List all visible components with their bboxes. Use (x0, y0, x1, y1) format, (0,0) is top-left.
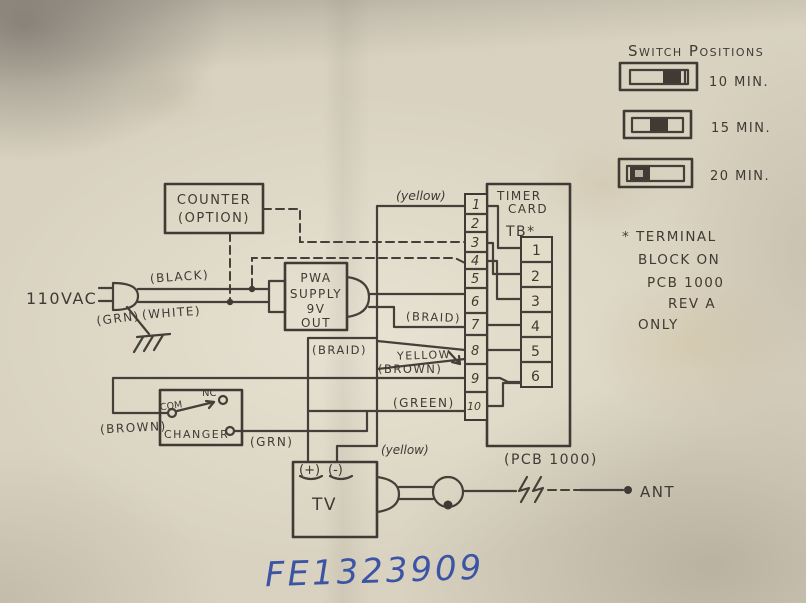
timer-card-title1: TIMER (496, 189, 542, 203)
wire-label-grn-plug: (GRN) (96, 309, 141, 328)
psu-line2: SUPPLY (290, 287, 342, 301)
changer-nc-label: NC (202, 388, 216, 399)
power-supply-box: PWA SUPPLY 9V OUT (267, 261, 371, 332)
wire-label-braid-left: (BRAID) (312, 343, 367, 357)
tb-cell-6: 6 (531, 369, 540, 385)
timer-card-title2: CARD (508, 202, 548, 216)
note-line-5: ONLY (638, 317, 679, 333)
break-symbol-1 (517, 475, 531, 504)
tb-cell-2: 2 (531, 269, 540, 285)
edge-pin-6: 6 (471, 295, 479, 310)
switch-positions-legend: Switch Positions 10 MIN. 15 MIN. 20 MIN. (617, 42, 771, 189)
tb-cell-5: 5 (531, 344, 540, 360)
terminal-block: 1 2 3 4 5 6 (519, 236, 554, 388)
tb-cell-4: 4 (531, 319, 540, 335)
switch-10min-icon (618, 61, 699, 92)
twin-lead-wires (397, 485, 435, 501)
wire-label-brown-left: (BROWN) (100, 419, 167, 436)
handwritten-id: FE1323909 (264, 548, 485, 596)
wire-label-yellow-top: (yellow) (396, 188, 446, 203)
source-label: 110VAC (26, 289, 97, 308)
edge-pin-8: 8 (471, 344, 479, 359)
plug-icon (97, 281, 140, 312)
legend-label-15min: 15 MIN. (711, 121, 771, 136)
wire-yellow-tap-bottom (375, 357, 467, 371)
dashed-counter-to-pin3 (262, 208, 466, 243)
tv-plus-label: (+) (299, 463, 320, 478)
wire-label-grn-changer: (GRN) (250, 435, 293, 449)
tb-cell-3: 3 (531, 294, 540, 310)
changer-box: COM NC CHANGER (158, 388, 244, 447)
edge-pin-7: 7 (471, 318, 480, 333)
counter-line2: (OPTION) (178, 211, 250, 226)
wire-label-black: (BLACK) (150, 268, 210, 286)
wire-brown (111, 376, 467, 415)
antenna-lead: ANT (397, 475, 675, 510)
yellow-arrow-icon (447, 350, 462, 366)
wire-braid-to-pin7 (367, 305, 467, 329)
edge-pin-1: 1 (472, 198, 480, 213)
wire-label-yellow-tv: (yellow) (381, 443, 429, 457)
wire-label-yellow-mid: YELLOW (396, 348, 451, 363)
pin-to-tb-links (485, 204, 523, 408)
junction-dot-white (226, 298, 234, 306)
switch-15min-icon (622, 109, 693, 140)
edge-pin-5: 5 (471, 272, 479, 287)
wire-label-white: (WHITE) (142, 304, 202, 322)
edge-pin-9: 9 (471, 372, 479, 387)
edge-pin-2: 2 (471, 217, 479, 232)
tv-minus-label: (-) (328, 463, 343, 478)
antenna-label: ANT (640, 483, 675, 501)
wire-yellow-tap-top (375, 339, 467, 352)
psu-line3: 9V (307, 302, 326, 316)
changer-com-label: COM (159, 399, 183, 413)
edge-pin-4: 4 (471, 254, 479, 269)
legend-label-10min: 10 MIN. (709, 75, 769, 90)
wire-label-brown-right: (BROWN) (378, 362, 442, 376)
legend-title: Switch Positions (628, 42, 764, 60)
note-line-4: REV A (668, 296, 716, 312)
wire-yellow-main (335, 204, 467, 463)
dashed-black-to-pin4 (251, 257, 466, 288)
note-line-3: PCB 1000 (647, 275, 724, 291)
break-symbol-2 (531, 475, 545, 504)
switch-20min-icon (617, 157, 694, 189)
wire-changer-grn (232, 409, 369, 433)
counter-box: COUNTER (OPTION) (163, 182, 265, 235)
terminal-block-note: * TERMINAL BLOCK ON PCB 1000 REV A ONLY (622, 229, 724, 333)
legend-label-20min: 20 MIN. (710, 169, 770, 184)
wire-label-green: (GREEN) (393, 396, 455, 410)
psu-line1: PWA (300, 271, 331, 285)
tv-box: (+) (-) TV (291, 460, 401, 539)
junction-dot-black (248, 285, 256, 293)
edge-connector: 1 2 3 4 5 6 7 8 9 10 (463, 193, 489, 421)
changer-label: CHANGER (164, 428, 229, 441)
antenna-dot (624, 486, 632, 494)
tb-cell-1: 1 (532, 243, 541, 259)
wire-label-braid-right: (BRAID) (406, 309, 461, 325)
note-line-1: * TERMINAL (622, 229, 717, 245)
psu-line4: OUT (301, 316, 331, 330)
edge-pin-10: 10 (467, 400, 481, 413)
ground-icon (125, 305, 172, 354)
wire-braid-left (306, 336, 378, 463)
counter-line1: COUNTER (177, 193, 251, 208)
pcb-label: (PCB 1000) (504, 452, 598, 468)
edge-pin-3: 3 (471, 236, 479, 251)
note-line-2: BLOCK ON (638, 252, 720, 268)
tv-label: TV (311, 495, 337, 515)
